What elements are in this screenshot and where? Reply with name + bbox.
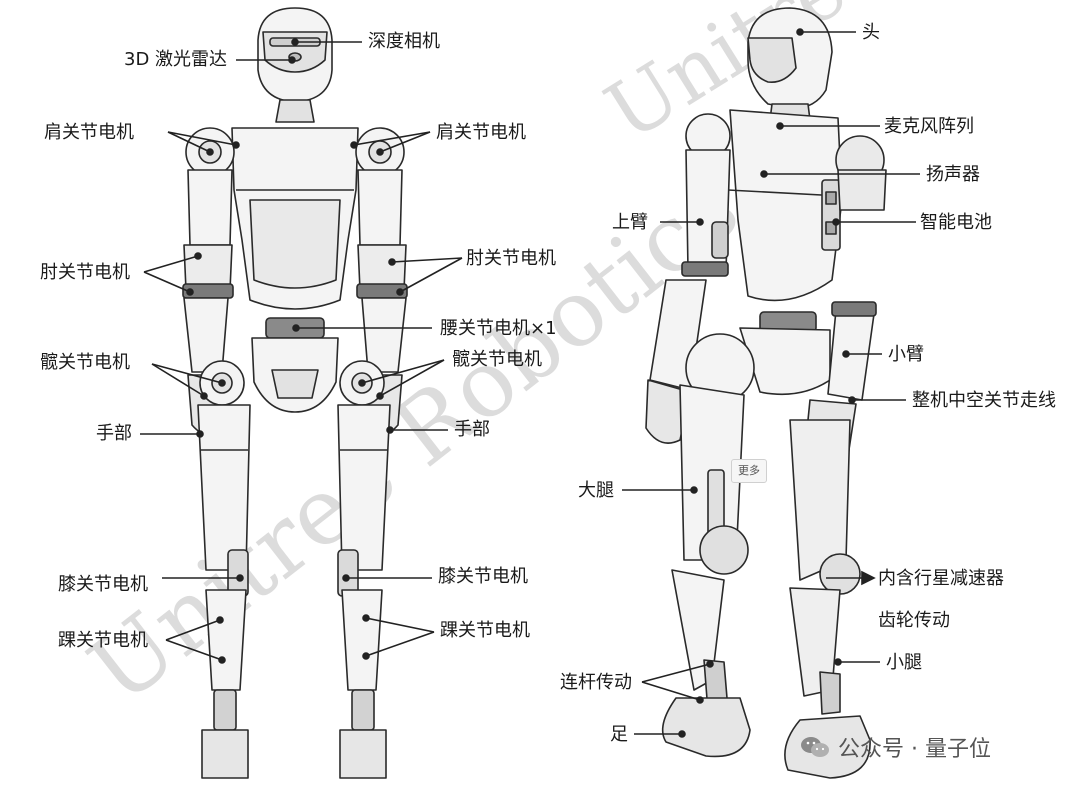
label-shank: 小腿: [886, 652, 922, 673]
front-robot: [182, 7, 408, 779]
label-upper-arm: 上臂: [612, 212, 648, 233]
label-hand-right: 手部: [454, 419, 490, 440]
label-head: 头: [862, 22, 880, 43]
footer-source: 公众号 · 量子位: [800, 732, 991, 762]
label-thigh: 大腿: [578, 480, 614, 501]
label-elbow-motor-right: 肘关节电机: [466, 248, 556, 269]
label-depth-camera: 深度相机: [368, 31, 440, 52]
label-gear-drive: 齿轮传动: [878, 610, 950, 631]
label-planetary-reducer: 内含行星减速器: [878, 568, 1004, 589]
label-ankle-motor-right: 踝关节电机: [440, 620, 530, 641]
label-hip-motor-right: 髋关节电机: [452, 349, 542, 370]
label-smart-battery: 智能电池: [920, 212, 992, 233]
label-knee-motor-left: 膝关节电机: [58, 574, 148, 595]
label-shoulder-motor-left: 肩关节电机: [44, 122, 134, 143]
label-linkage-drive: 连杆传动: [560, 672, 632, 693]
label-knee-motor-right: 膝关节电机: [438, 566, 528, 587]
label-waist-motor: 腰关节电机×1: [440, 318, 557, 339]
label-foot: 足: [610, 724, 628, 745]
label-elbow-motor-left: 肘关节电机: [40, 262, 130, 283]
footer-text: 公众号 · 量子位: [838, 737, 991, 762]
label-ankle-motor-left: 踝关节电机: [58, 630, 148, 651]
more-button[interactable]: 更多: [731, 459, 767, 483]
label-lidar-3d: 3D 激光雷达: [124, 49, 228, 70]
label-shoulder-motor-right: 肩关节电机: [436, 122, 526, 143]
label-hip-motor-left: 髋关节电机: [40, 352, 130, 373]
label-forearm: 小臂: [888, 344, 924, 365]
label-hollow-wiring: 整机中空关节走线: [912, 390, 1056, 411]
label-hand-left: 手部: [96, 423, 132, 444]
side-robot: [645, 7, 887, 779]
label-mic-array: 麦克风阵列: [884, 116, 974, 137]
label-speaker: 扬声器: [926, 164, 980, 185]
wechat-icon: [801, 737, 829, 757]
